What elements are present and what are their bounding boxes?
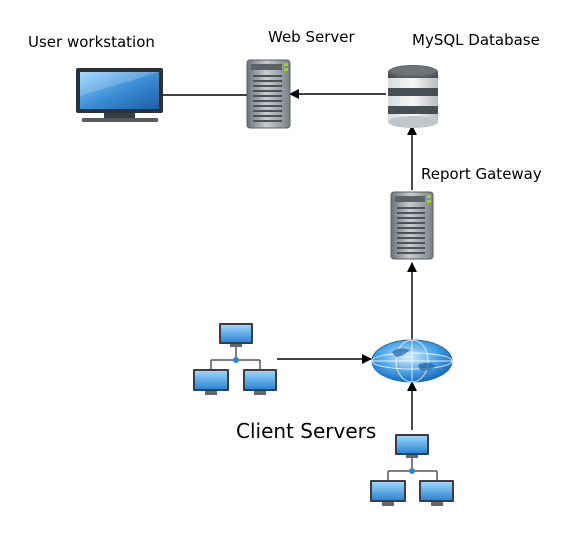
monitor-icon	[76, 68, 163, 122]
network-computers-icon	[370, 434, 454, 506]
database-cylinder-icon	[388, 65, 438, 128]
web-server-label: Web Server	[268, 28, 355, 46]
server-tower-icon	[246, 59, 291, 129]
user-workstation-label: User workstation	[28, 33, 155, 51]
report-gateway-label: Report Gateway	[421, 165, 542, 183]
mysql-database-label: MySQL Database	[412, 31, 540, 49]
network-computers-icon	[193, 323, 277, 395]
client-servers-label: Client Servers	[236, 419, 377, 443]
globe-icon	[371, 339, 453, 383]
server-tower-icon	[390, 191, 434, 260]
